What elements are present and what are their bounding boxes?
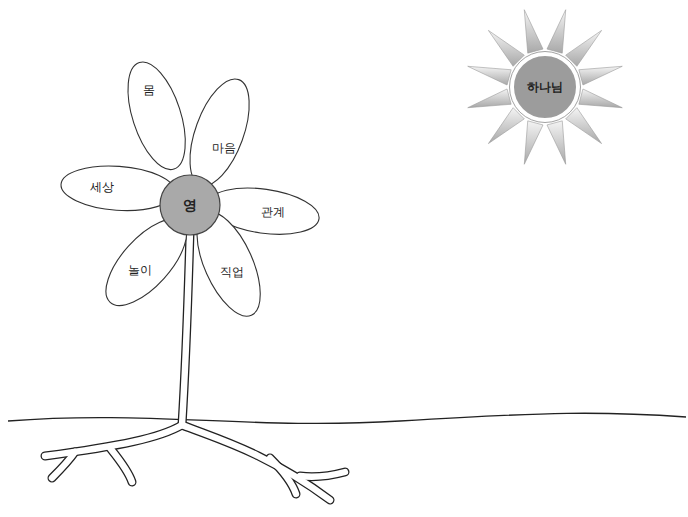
stem-and-roots xyxy=(45,232,345,500)
node-label: 세상 xyxy=(90,180,114,194)
node-label: 관계 xyxy=(261,205,285,219)
sun-ray xyxy=(579,66,622,85)
sun-ray xyxy=(488,30,524,66)
sun-ray xyxy=(468,89,511,108)
sun-ray xyxy=(547,10,566,53)
sun-ray xyxy=(566,30,602,66)
node-label: 놀이 xyxy=(128,263,152,277)
node-label: 몸 xyxy=(143,83,155,97)
node-label: 하나님 xyxy=(527,80,563,94)
petal-outline xyxy=(59,164,177,213)
sun-ray xyxy=(579,89,622,108)
sun-ray xyxy=(488,108,524,144)
ground-line xyxy=(8,413,686,423)
petal: 몸 xyxy=(126,60,187,172)
petal: 세상 xyxy=(59,164,177,213)
sun-ray xyxy=(547,121,566,164)
petal-outline xyxy=(126,60,187,172)
petal-outline xyxy=(188,77,251,188)
sun-ray xyxy=(524,121,543,164)
node-label: 영 xyxy=(183,197,197,214)
node-label: 마음 xyxy=(212,141,236,155)
petal: 마음 xyxy=(188,77,251,188)
node-label: 직업 xyxy=(220,265,244,279)
sun-circle: 하나님 xyxy=(509,51,581,123)
sun-ray xyxy=(468,66,511,85)
sun-ray xyxy=(524,10,543,53)
center-circle: 영 xyxy=(157,172,223,238)
sun-rays xyxy=(468,10,623,165)
sun-ray xyxy=(566,108,602,144)
